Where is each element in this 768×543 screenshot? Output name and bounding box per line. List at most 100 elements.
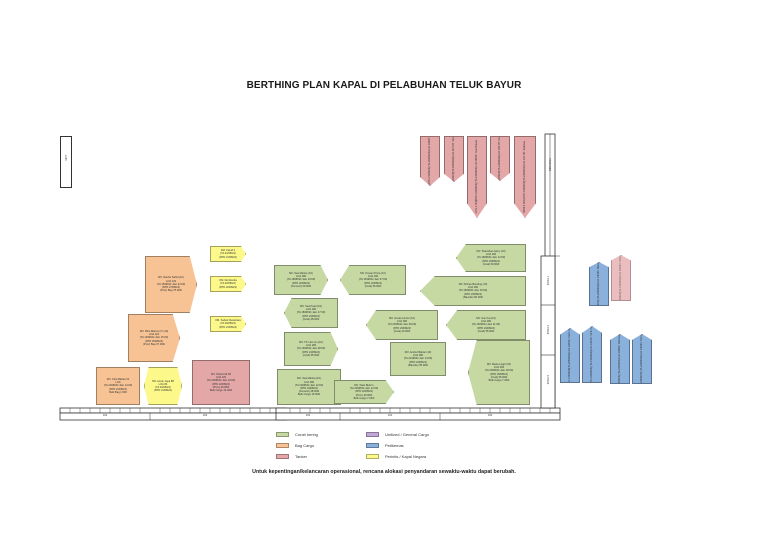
ship-card-line: (Coal) 35.000t <box>364 284 382 288</box>
ship-card-line: (Prov) 30.000t <box>355 393 373 397</box>
ship-card-line: (TA 21/08/24 Jam 14:00) <box>403 357 433 361</box>
ship-card-line: (RTD 22/08/24) <box>364 281 382 285</box>
ship-card[interactable]: MV. TP. Hon Liu (10)LOA 180(TA 19/08/24 … <box>284 332 338 366</box>
ship-card-line: LOA 104 <box>523 155 527 166</box>
ship-card-line: (TA 20/08/24) <box>155 386 171 389</box>
ship-card-line: (TA 21/08/24) <box>498 155 502 172</box>
ship-card-line: (TA 20/08/24 Jam 09:00) <box>387 323 417 327</box>
ship-card-line: (Prov) Bag 75.000t <box>160 289 182 293</box>
ship-card-line: MV. Sea Marine (10) <box>289 271 313 275</box>
ship-card[interactable]: MV. Naswir Sahid (10)LOA 133(TA 15/08/24… <box>145 256 197 313</box>
ship-card[interactable]: MV. Sea Marine (10)LOA 180(TA 18/08/24 J… <box>274 265 328 295</box>
ship-card[interactable]: MV. Tiara Bukit 1(TA 20/08/24 Jam 12:00)… <box>334 380 394 404</box>
ship-card-line: LOA 180 <box>480 320 492 324</box>
ship-card-line: (Coal) 48.000t <box>302 317 320 321</box>
ship-card-line: (TA 18/08/24 Jam 12:00) <box>476 256 506 260</box>
ship-card-line: LOA 190 <box>485 253 497 257</box>
ship-card-line: MT. Gas Batam <box>475 140 479 159</box>
ship-card-line: (TA 20/08/24) <box>452 156 456 173</box>
ship-card[interactable]: MV. Anshul Bahari (10)LOA 180(TA 21/08/2… <box>390 342 446 376</box>
ship-card[interactable]: MV. Maria Leigh (10)LOA 200(TA 20/08/24 … <box>468 340 530 405</box>
ship-card-line: (TA 22/08/24) <box>618 359 622 375</box>
ship-card-line: LOA 190 <box>305 308 317 312</box>
ship-card-line: (TA 18/08/24 Jam 10:00) <box>286 278 316 282</box>
ship-card[interactable]: MV. Ocean Honor (10)LOA 180(TA 20/08/24 … <box>366 310 438 340</box>
ship-card-line: MV. SPIL Citra <box>590 326 594 342</box>
ship-card-line: (RTD 22/08/24) <box>212 382 230 386</box>
left-pier-marker: MNT <box>60 136 72 188</box>
ship-card[interactable]: MT. Bukit RayaLOA 104(TA 20/08/24)(RTD 2… <box>420 136 440 186</box>
ship-card-line: (RTD 21/08/24) <box>597 300 600 305</box>
legend-swatch-general <box>366 432 379 437</box>
ship-card-line: LOA 180 <box>305 344 317 348</box>
ship-card-line: LOA 200 <box>493 366 505 370</box>
ship-card[interactable]: MV. Ocean Prime (10)LOA 190(TA 16/08/24 … <box>340 265 406 295</box>
ship-card[interactable]: MV. Nibo Marumi IV (10)LOA 124(TA 19/08/… <box>128 314 180 362</box>
ship-card-line: (RTD 24/08/24) <box>477 326 495 330</box>
ship-card[interactable]: MV. Sea Marina (10)LOA 180(TA 20/08/24 J… <box>277 369 341 405</box>
jetty-zone-1: ZONA 1 <box>546 276 550 286</box>
ship-card[interactable]: KM. Sabuk Nusantara(TA 20/08/24)(RTD 21/… <box>210 316 246 332</box>
ship-card-line: (TA 19/08/24 Jam 11:00) <box>471 323 501 327</box>
quay-bar-left <box>59 407 287 414</box>
ship-card-line: MV. Tanto Fajar <box>640 334 644 347</box>
ship-card-line: (Coal) 50.000t <box>482 262 500 266</box>
ship-card-line: LOA 124 <box>148 333 160 337</box>
ship-card[interactable]: MV. Shanshan Glory (10)LOA 190(TA 18/08/… <box>456 244 526 272</box>
ship-card-line: (RTD 24/08/24) <box>302 350 320 354</box>
ship-card[interactable]: MV. Sea Pearl (10)LOA 190(TA 18/08/24 Ja… <box>284 298 338 328</box>
quay-label-101: 101 <box>387 414 393 417</box>
ship-card[interactable]: KM. Kelud 2(TA 21/08/24)(RTD 21/08/24) <box>210 246 246 262</box>
ship-card-line: MV. Tanto Sakti <box>568 328 572 343</box>
ship-card-line: MV. TP. Hon Liu (10) <box>299 340 323 344</box>
quay-bar-right <box>275 407 561 414</box>
ship-card[interactable]: MV. Sun Kai (10)LOA 180(TA 19/08/24 Jam … <box>446 310 526 340</box>
quay-label-102: 102 <box>305 414 311 417</box>
ship-card-line: (TA 21/08/24) <box>220 252 236 256</box>
ship-card-line: LOA 180 <box>412 354 424 358</box>
ship-card-line: (RTD 23/08/24) <box>640 371 644 384</box>
ship-card-line: LOA 138 <box>618 348 622 360</box>
ship-card-line: (RTD 25/08/24) <box>145 339 163 343</box>
ship-card-line: MV. African Bonding (10) <box>458 282 488 286</box>
ship-card-line: (RTD 21/08/24) <box>219 255 237 259</box>
ship-card-line: LOA 135 <box>619 266 623 277</box>
ship-card-line: MV. Sea Marina (10) <box>297 377 321 381</box>
ship-card-line: (RTD 21/08/24) <box>219 325 237 329</box>
ship-card-line: (TA 22/08/24) <box>220 282 236 286</box>
ship-card-line: MV. Meratus Padang <box>597 262 601 275</box>
ship-card-line: (RTD 22/08/24) <box>475 182 479 201</box>
jetty-top-label: DERMAGA <box>548 158 552 172</box>
ship-card-line: (RTD 23/08/24) <box>464 292 482 296</box>
ship-card[interactable]: MV. African Bonding (10)LOA 190(TA 18/08… <box>420 276 526 306</box>
ship-card-line: KM. Sabuk Nusantara <box>215 319 241 323</box>
ship-card-line: (RTD 23/08/24) <box>618 374 622 384</box>
ship-card[interactable]: KM. Dorolonda(TA 22/08/24)(RTD 22/08/24) <box>210 276 246 292</box>
page-title: BERTHING PLAN KAPAL DI PELABUHAN TELUK B… <box>246 80 522 91</box>
ship-card-line: (TA 20/08/24) <box>428 151 432 167</box>
legend-swatch-perintis <box>366 454 379 459</box>
ship-card-line: (TA 18/08/24 Jam 15:00) <box>458 289 488 293</box>
ship-card-line: (TA 20/08/24) <box>568 352 572 369</box>
ship-card-line: (RTD 21/08/24) <box>109 387 127 391</box>
ship-card-line: (RTD 27/08/24) <box>162 286 180 290</box>
ship-card-line: LOA 106 <box>498 145 502 156</box>
ship-card-line: Bulk Cargo 16.000t <box>297 393 321 397</box>
ship-card-line: (TA 21/08/24) <box>619 276 623 293</box>
ship-card-line: (RTD 22/08/24) <box>498 171 502 181</box>
quay-label-104: 104 <box>102 414 108 417</box>
